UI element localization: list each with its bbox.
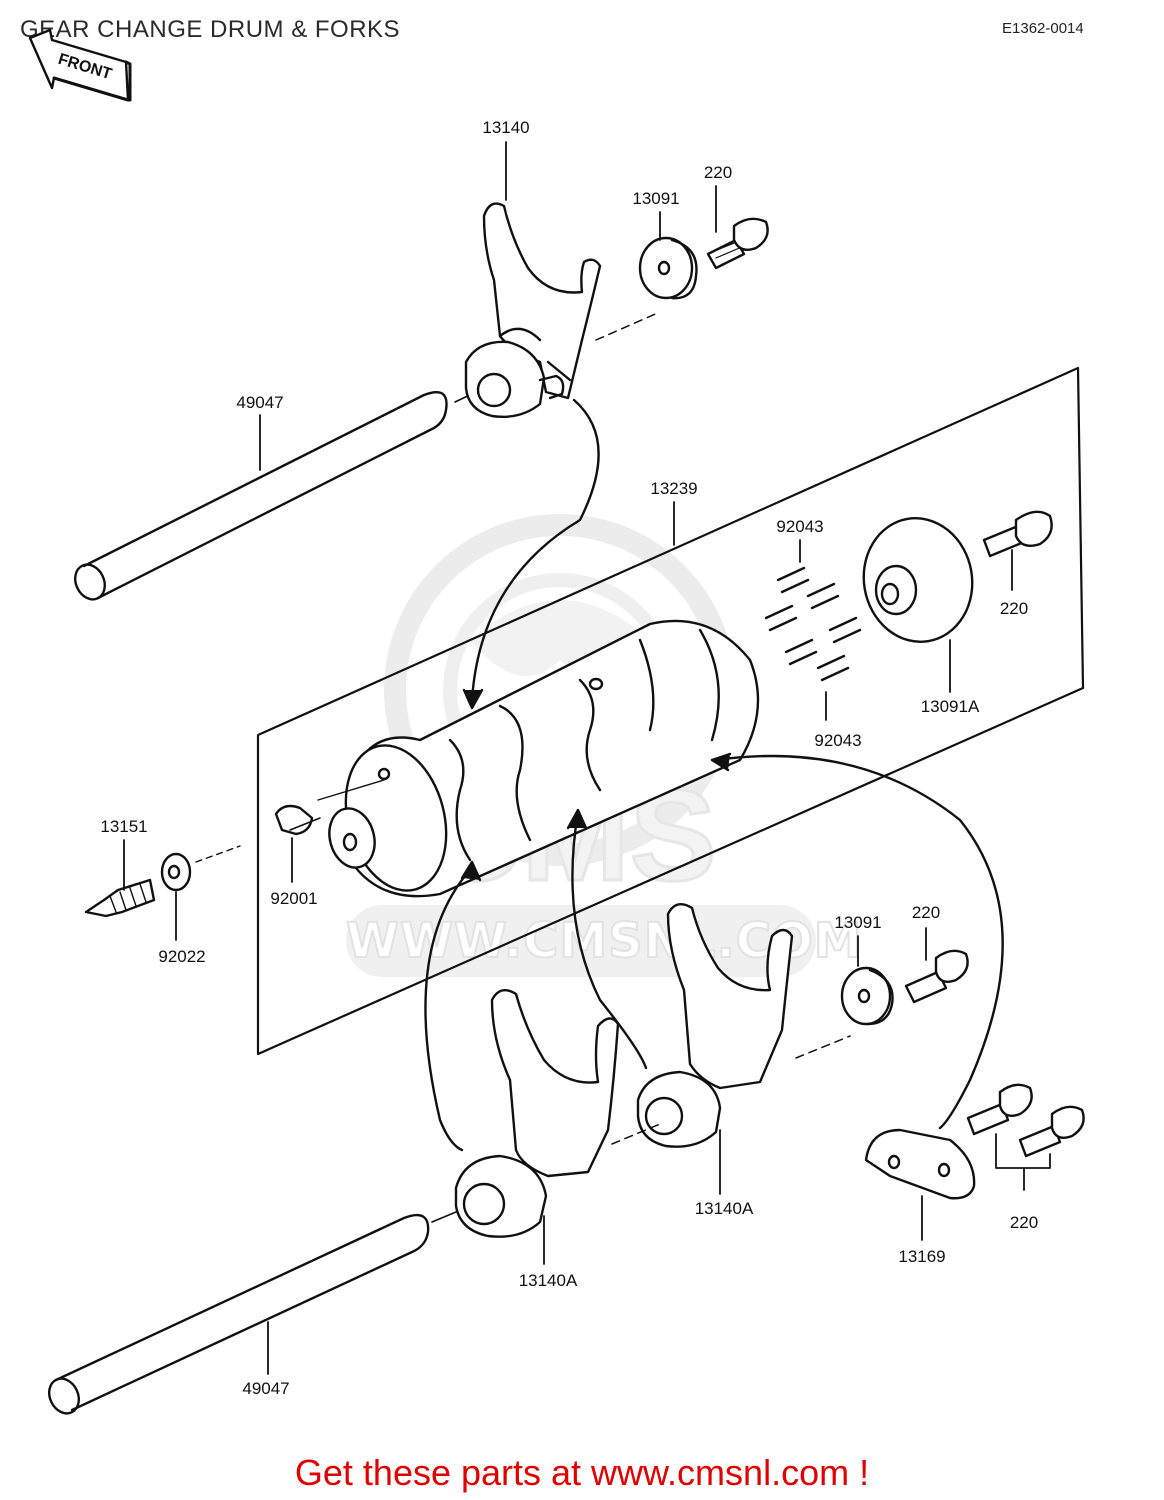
label-bracket: 13169 xyxy=(898,1247,945,1266)
bolt-right xyxy=(904,949,969,1004)
fork-mid xyxy=(636,902,794,1148)
label-plate-bolt: 220 xyxy=(1000,599,1028,618)
label-drum: 13239 xyxy=(650,479,697,498)
plate-bolt xyxy=(982,510,1053,558)
washer-92022 xyxy=(160,852,192,892)
shaft-bottom xyxy=(48,1211,457,1415)
shift-drum xyxy=(328,619,760,898)
page-title: GEAR CHANGE DRUM & FORKS xyxy=(20,16,401,43)
plate-13091a xyxy=(862,517,974,643)
label-bracket-bolts: 220 xyxy=(1010,1213,1038,1232)
label-washer-top: 13091 xyxy=(632,189,679,208)
shaft-top xyxy=(74,390,477,601)
pins xyxy=(764,566,862,682)
label-fork-mid: 13140A xyxy=(695,1199,754,1218)
leader-lines xyxy=(123,141,1013,1375)
label-bolt-small: 92001 xyxy=(270,889,317,908)
cmsnl-parts-link[interactable]: Get these parts at www.cmsnl.com ! xyxy=(294,1452,870,1493)
washer-top xyxy=(638,236,698,300)
label-fork-top: 13140 xyxy=(482,118,529,137)
washer-right xyxy=(840,966,894,1026)
bolt-top xyxy=(706,217,769,270)
label-fork-bottom: 13140A xyxy=(519,1271,578,1290)
bracket-bolts xyxy=(966,1083,1085,1191)
label-plate: 13091A xyxy=(921,697,980,716)
front-arrow-icon: FRONT xyxy=(28,28,132,102)
fork-bottom xyxy=(454,988,620,1238)
bolt-92001 xyxy=(274,804,321,836)
label-shaft-top: 49047 xyxy=(236,393,283,412)
bracket-13169 xyxy=(864,1128,976,1200)
label-spring-plunger: 13151 xyxy=(100,817,147,836)
label-washer-right: 13091 xyxy=(834,913,881,932)
diagram-code: E1362-0014 xyxy=(1002,20,1084,37)
label-washer-small: 92022 xyxy=(158,947,205,966)
drum-frame xyxy=(256,366,1085,1056)
label-shaft-bottom: 49047 xyxy=(242,1379,289,1398)
assembly-arrows xyxy=(424,398,1004,1152)
label-pins-top: 92043 xyxy=(776,517,823,536)
label-pins-bottom: 92043 xyxy=(814,731,861,750)
spring-plunger xyxy=(84,878,156,918)
label-bolt-right: 220 xyxy=(912,903,940,922)
fork-top xyxy=(464,202,602,418)
label-bolt-top: 220 xyxy=(704,163,732,182)
